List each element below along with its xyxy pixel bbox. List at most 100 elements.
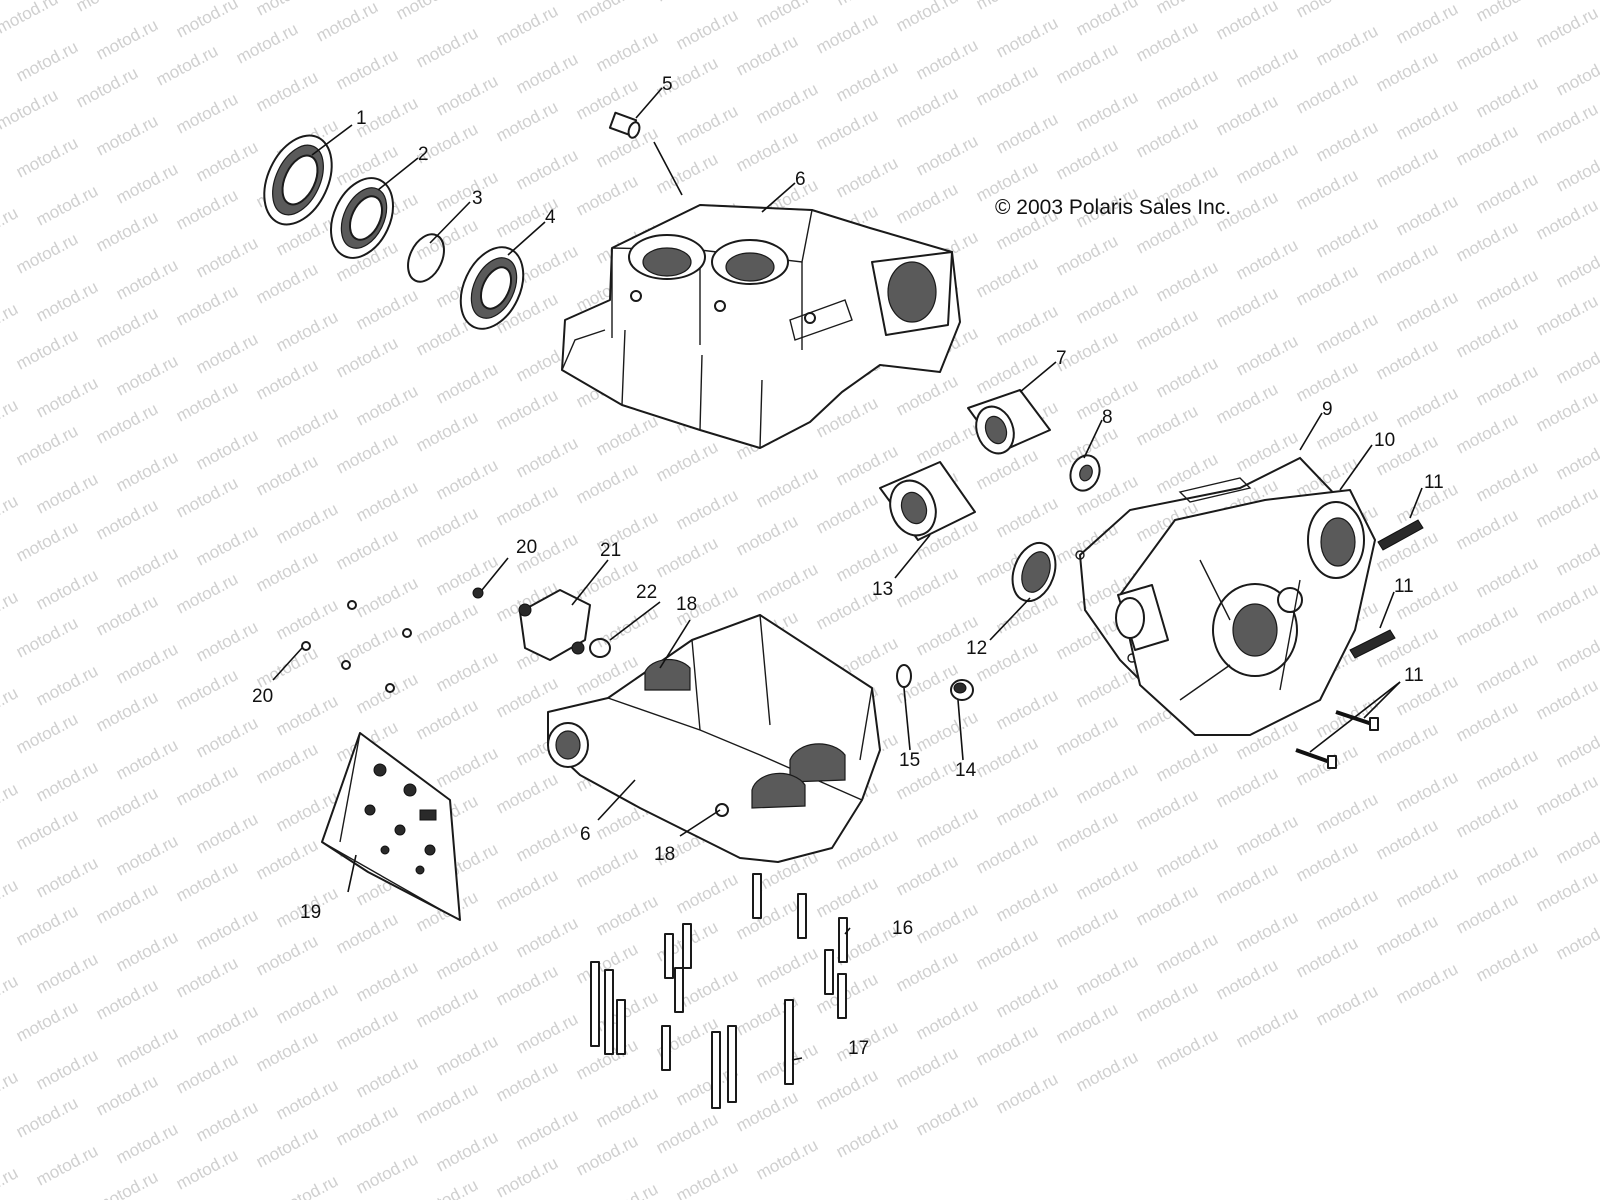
watermark-text: motod.ru [193, 1001, 261, 1049]
callout-2: 2 [418, 144, 429, 165]
upper-crankcase-part-6 [561, 204, 961, 449]
watermark-text: motod.ru [33, 565, 101, 613]
watermark-text: motod.ru [173, 1145, 241, 1193]
watermark-text: motod.ru [993, 13, 1061, 61]
watermark-text: motod.ru [33, 949, 101, 997]
watermark-text: motod.ru [1313, 117, 1381, 165]
watermark-text: motod.ru [273, 979, 341, 1027]
watermark-text: motod.ru [833, 0, 901, 10]
watermark-text: motod.ru [433, 1031, 501, 1079]
watermark-text: motod.ru [353, 957, 421, 1005]
watermark-text: motod.ru [433, 167, 501, 215]
watermark-text: motod.ru [193, 809, 261, 857]
watermark-text: motod.ru [1133, 977, 1201, 1025]
cap-part-21 [518, 589, 591, 661]
watermark-text: motod.ru [1553, 339, 1600, 387]
callout-7: 7 [1056, 348, 1067, 369]
watermark-text: motod.ru [1533, 3, 1600, 51]
watermark-text: motod.ru [113, 1119, 181, 1167]
watermark-text: motod.ru [1473, 553, 1541, 601]
watermark-text: motod.ru [913, 131, 981, 179]
watermark-text: motod.ru [0, 395, 21, 443]
watermark-text: motod.ru [93, 687, 161, 735]
watermark-text: motod.ru [1213, 763, 1281, 811]
watermark-text: motod.ru [113, 351, 181, 399]
watermark-text: motod.ru [513, 913, 581, 961]
watermark-text: motod.ru [1153, 0, 1221, 18]
callout-labels: 1 2 3 4 5 6 6 7 8 9 10 11 11 11 12 13 14… [252, 74, 1444, 1059]
watermark-text: motod.ru [993, 109, 1061, 157]
watermark-text: motod.ru [1133, 305, 1201, 353]
watermark-text: motod.ru [113, 927, 181, 975]
watermark-text: motod.ru [333, 429, 401, 477]
watermark-text: motod.ru [733, 511, 801, 559]
watermark-text: motod.ru [573, 555, 641, 603]
watermark-text: motod.ru [93, 1071, 161, 1119]
watermark-text: motod.ru [1373, 911, 1441, 959]
watermark-text: motod.ru [93, 783, 161, 831]
watermark-text: motod.ru [273, 499, 341, 547]
watermark-text: motod.ru [13, 613, 81, 661]
watermark-text: motod.ru [0, 347, 1, 395]
watermark-text: motod.ru [173, 1049, 241, 1097]
watermark-text: motod.ru [813, 969, 881, 1017]
watermark-text: motod.ru [173, 857, 241, 905]
watermark-text: motod.ru [1313, 789, 1381, 837]
watermark-text: motod.ru [1393, 959, 1461, 1007]
watermark-text: motod.ru [173, 761, 241, 809]
watermark-text: motod.ru [333, 525, 401, 573]
watermark-text: motod.ru [1453, 25, 1521, 73]
watermark-text: motod.ru [33, 277, 101, 325]
watermark-text: motod.ru [973, 0, 1041, 14]
watermark-text: motod.ru [1553, 819, 1600, 867]
watermark-text: motod.ru [1453, 889, 1521, 937]
watermark-text: motod.ru [813, 489, 881, 537]
watermark-text: motod.ru [493, 1057, 561, 1105]
stud-part-11-b [1349, 629, 1396, 659]
watermark-text: motod.ru [173, 377, 241, 425]
dowel-pin-part-5 [608, 111, 641, 139]
watermark-text: motod.ru [1153, 929, 1221, 977]
watermark-text: motod.ru [493, 97, 561, 145]
watermark-text: motod.ru [193, 425, 261, 473]
callout-15: 15 [899, 750, 920, 771]
watermark-text: motod.ru [493, 1, 561, 49]
watermark-text: motod.ru [0, 1115, 1, 1163]
watermark-text: motod.ru [0, 155, 1, 203]
watermark-text: motod.ru [1313, 213, 1381, 261]
watermark-text: motod.ru [1313, 21, 1381, 69]
watermark-text: motod.ru [593, 987, 661, 1035]
watermark-text: motod.ru [1473, 73, 1541, 121]
watermark-text: motod.ru [173, 185, 241, 233]
watermark-text: motod.ru [173, 281, 241, 329]
watermark-text: motod.ru [253, 0, 321, 20]
seal-part-12 [1011, 541, 1057, 603]
watermark-text: motod.ru [193, 617, 261, 665]
watermark-text: motod.ru [1053, 615, 1121, 663]
watermark-text: motod.ru [1153, 833, 1221, 881]
watermark-text: motod.ru [93, 591, 161, 639]
watermark-text: motod.ru [1473, 457, 1541, 505]
watermark-text: motod.ru [753, 559, 821, 607]
watermark-text: motod.ru [1053, 807, 1121, 855]
watermark-text: motod.ru [13, 805, 81, 853]
watermark-text: motod.ru [33, 1045, 101, 1093]
watermark-text: motod.ru [1233, 43, 1301, 91]
watermark-text: motod.ru [73, 63, 141, 111]
watermark-text: motod.ru [193, 329, 261, 377]
watermark-text: motod.ru [113, 639, 181, 687]
watermark-text: motod.ru [1393, 287, 1461, 335]
watermark-text: motod.ru [1473, 937, 1541, 985]
watermark-text: motod.ru [93, 879, 161, 927]
watermark-text: motod.ru [753, 79, 821, 127]
watermark-text: motod.ru [93, 207, 161, 255]
lower-crankcase-part-6 [547, 614, 881, 863]
callout-14: 14 [955, 760, 977, 781]
watermark-text: motod.ru [913, 1091, 981, 1139]
watermark-text: motod.ru [1453, 217, 1521, 265]
watermark-text: motod.ru [253, 67, 321, 115]
watermark-text: motod.ru [13, 325, 81, 373]
watermark-text: motod.ru [973, 253, 1041, 301]
watermark-text: motod.ru [1133, 881, 1201, 929]
watermark-text: motod.ru [833, 825, 901, 873]
